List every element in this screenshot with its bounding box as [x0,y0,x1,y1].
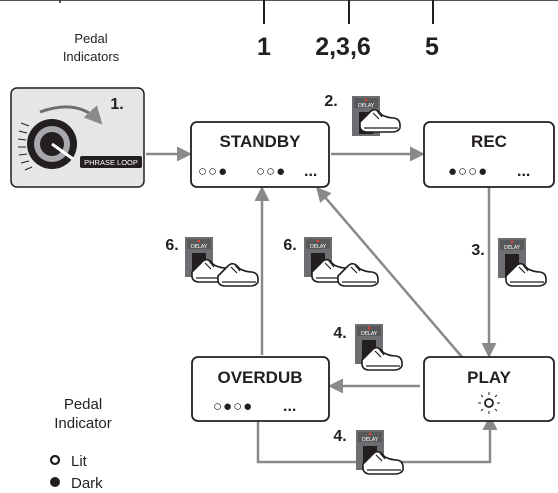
state-rec: REC ●○○● ... [423,121,555,188]
pedal-label: DELAY [361,331,378,337]
arrow-play-to-standby [316,186,463,358]
header-number-2: 2,3,6 [315,33,371,61]
step-overdub-to-standby-label: 6. [165,237,178,254]
legend-title-1: Pedal [64,396,102,413]
state-play: PLAY [423,356,555,422]
header-number-3: 5 [425,33,439,61]
legend-dark-label: Dark [71,475,103,492]
pedal-press-play-to-overdub: DELAY [355,324,403,371]
rec-dots: ●○○● [448,163,488,180]
standby-title: STANDBY [220,132,302,151]
play-box [423,356,555,422]
step-overdub-to-play-label: 4. [333,428,346,445]
step-play-to-overdub-label: 4. [333,325,346,342]
knob-scale [17,122,33,171]
standby-box [190,121,330,188]
foot-icon [217,262,259,287]
pedal-press-play: DELAY [498,238,547,287]
dark-indicator-icon [50,477,60,487]
legend: Pedal Indicator Lit Dark [49,396,112,492]
pedal-indicators-label-2: Indicators [63,49,120,64]
overdub-dots: ○●○● [213,398,253,415]
pedal-press-play-to-standby: DELAY [304,237,379,287]
header: Pedal Indicators 1 2,3,6 5 [0,0,558,64]
step-play-to-standby-label: 6. [283,237,296,254]
overdub-title: OVERDUB [217,368,302,387]
phrase-loop-badge [80,156,142,168]
knob-turn-arrow [39,105,103,125]
pedal-label: DELAY [358,103,375,109]
rec-more: ... [517,163,530,180]
pedal-indicators-label: Pedal [74,31,107,46]
standby-dots-b: ○○● [256,163,286,180]
standby-more: ... [304,163,317,180]
knob-step-label: 1. [110,96,123,113]
rec-box [423,121,555,188]
pedal-label: DELAY [504,245,521,251]
blinking-indicator-icon [478,392,500,414]
pedal-press-overdub-to-play: DELAY [356,430,404,475]
pedal-press-rec: DELAY [352,96,401,136]
lit-indicator-icon [49,454,61,466]
step-play-label: 3. [471,242,484,259]
rec-title: REC [471,132,507,151]
overdub-box [191,356,330,422]
pedal-label: DELAY [310,244,327,250]
state-standby: STANDBY ○○● ○○● ... [190,121,330,188]
state-overdub: OVERDUB ○●○● ... [191,356,330,422]
overdub-more: ... [283,398,296,415]
pedal-label: DELAY [191,244,208,250]
phrase-loop-knob-panel: 1. PHRASE LOOP [10,87,145,188]
knob-pointer [51,142,74,161]
legend-lit-label: Lit [71,453,88,470]
standby-dots-a: ○○● [198,163,228,180]
play-title: PLAY [467,368,511,387]
pedal-label: DELAY [362,437,379,443]
pedal-press-overdub-to-standby: DELAY [185,237,259,287]
phrase-loop-label: PHRASE LOOP [84,158,138,167]
legend-title-2: Indicator [54,415,112,432]
header-number-1: 1 [257,33,271,61]
step-rec-label: 2. [324,93,337,110]
foot-icon [337,262,379,287]
